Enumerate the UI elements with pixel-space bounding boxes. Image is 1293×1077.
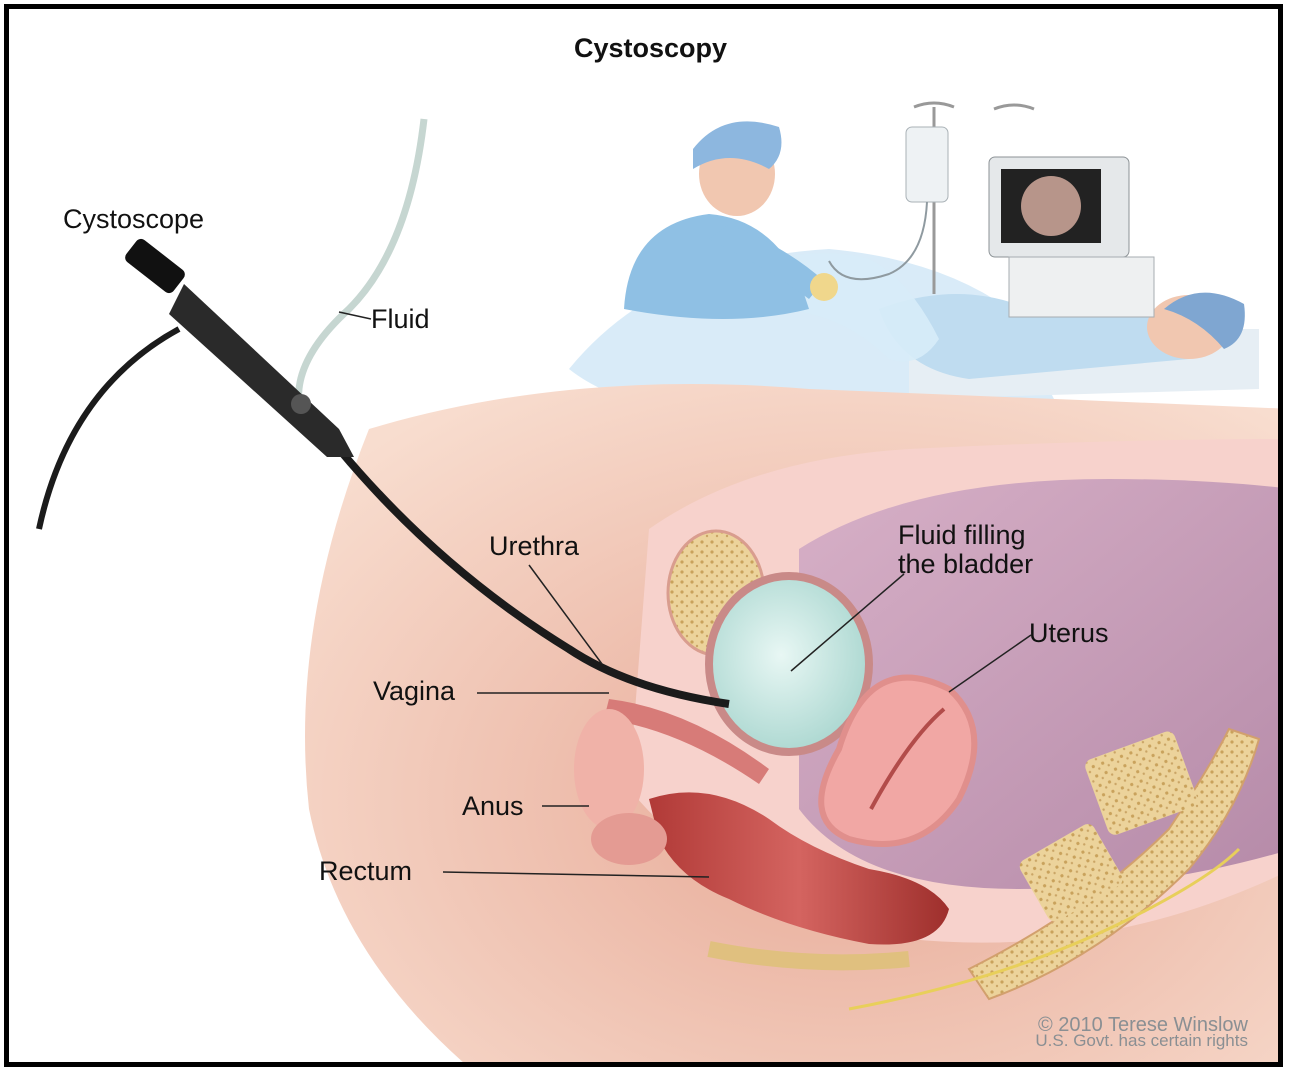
- label-uterus: Uterus: [1029, 619, 1109, 648]
- label-urethra: Urethra: [489, 532, 579, 561]
- cystoscopy-illustration: [9, 9, 1283, 1067]
- label-fluid-filling-1: Fluid filling: [898, 521, 1026, 550]
- diagram-title: Cystoscopy: [9, 33, 1283, 64]
- copyright-notice: © 2010 Terese Winslow U.S. Govt. has cer…: [1035, 1018, 1248, 1048]
- iv-bag: [906, 127, 948, 202]
- label-rectum: Rectum: [319, 857, 412, 886]
- iv-hook: [914, 103, 1034, 109]
- label-cystoscope: Cystoscope: [63, 205, 204, 234]
- doctor-glove: [810, 273, 838, 301]
- monitor-cart: [1009, 257, 1154, 317]
- scope-cable: [39, 329, 179, 529]
- label-fluid-filling-2: the bladder: [898, 550, 1033, 579]
- scope-port: [291, 394, 311, 414]
- label-vagina: Vagina: [373, 677, 455, 706]
- label-anus: Anus: [462, 792, 524, 821]
- copyright-line-2: U.S. Govt. has certain rights: [1035, 1033, 1248, 1048]
- scope-eyepiece: [123, 236, 188, 295]
- anatomy-section: [305, 384, 1283, 1067]
- anal-sphincter: [591, 813, 667, 865]
- fluid-tube: [299, 119, 424, 404]
- procedure-scene: [569, 103, 1259, 422]
- perineum: [574, 709, 644, 829]
- bladder-view: [1021, 176, 1081, 236]
- label-fluid: Fluid: [371, 305, 430, 334]
- diagram-frame: Cystoscopy Cystoscope Fluid Urethra Flui…: [4, 4, 1283, 1067]
- scope-body: [169, 284, 354, 457]
